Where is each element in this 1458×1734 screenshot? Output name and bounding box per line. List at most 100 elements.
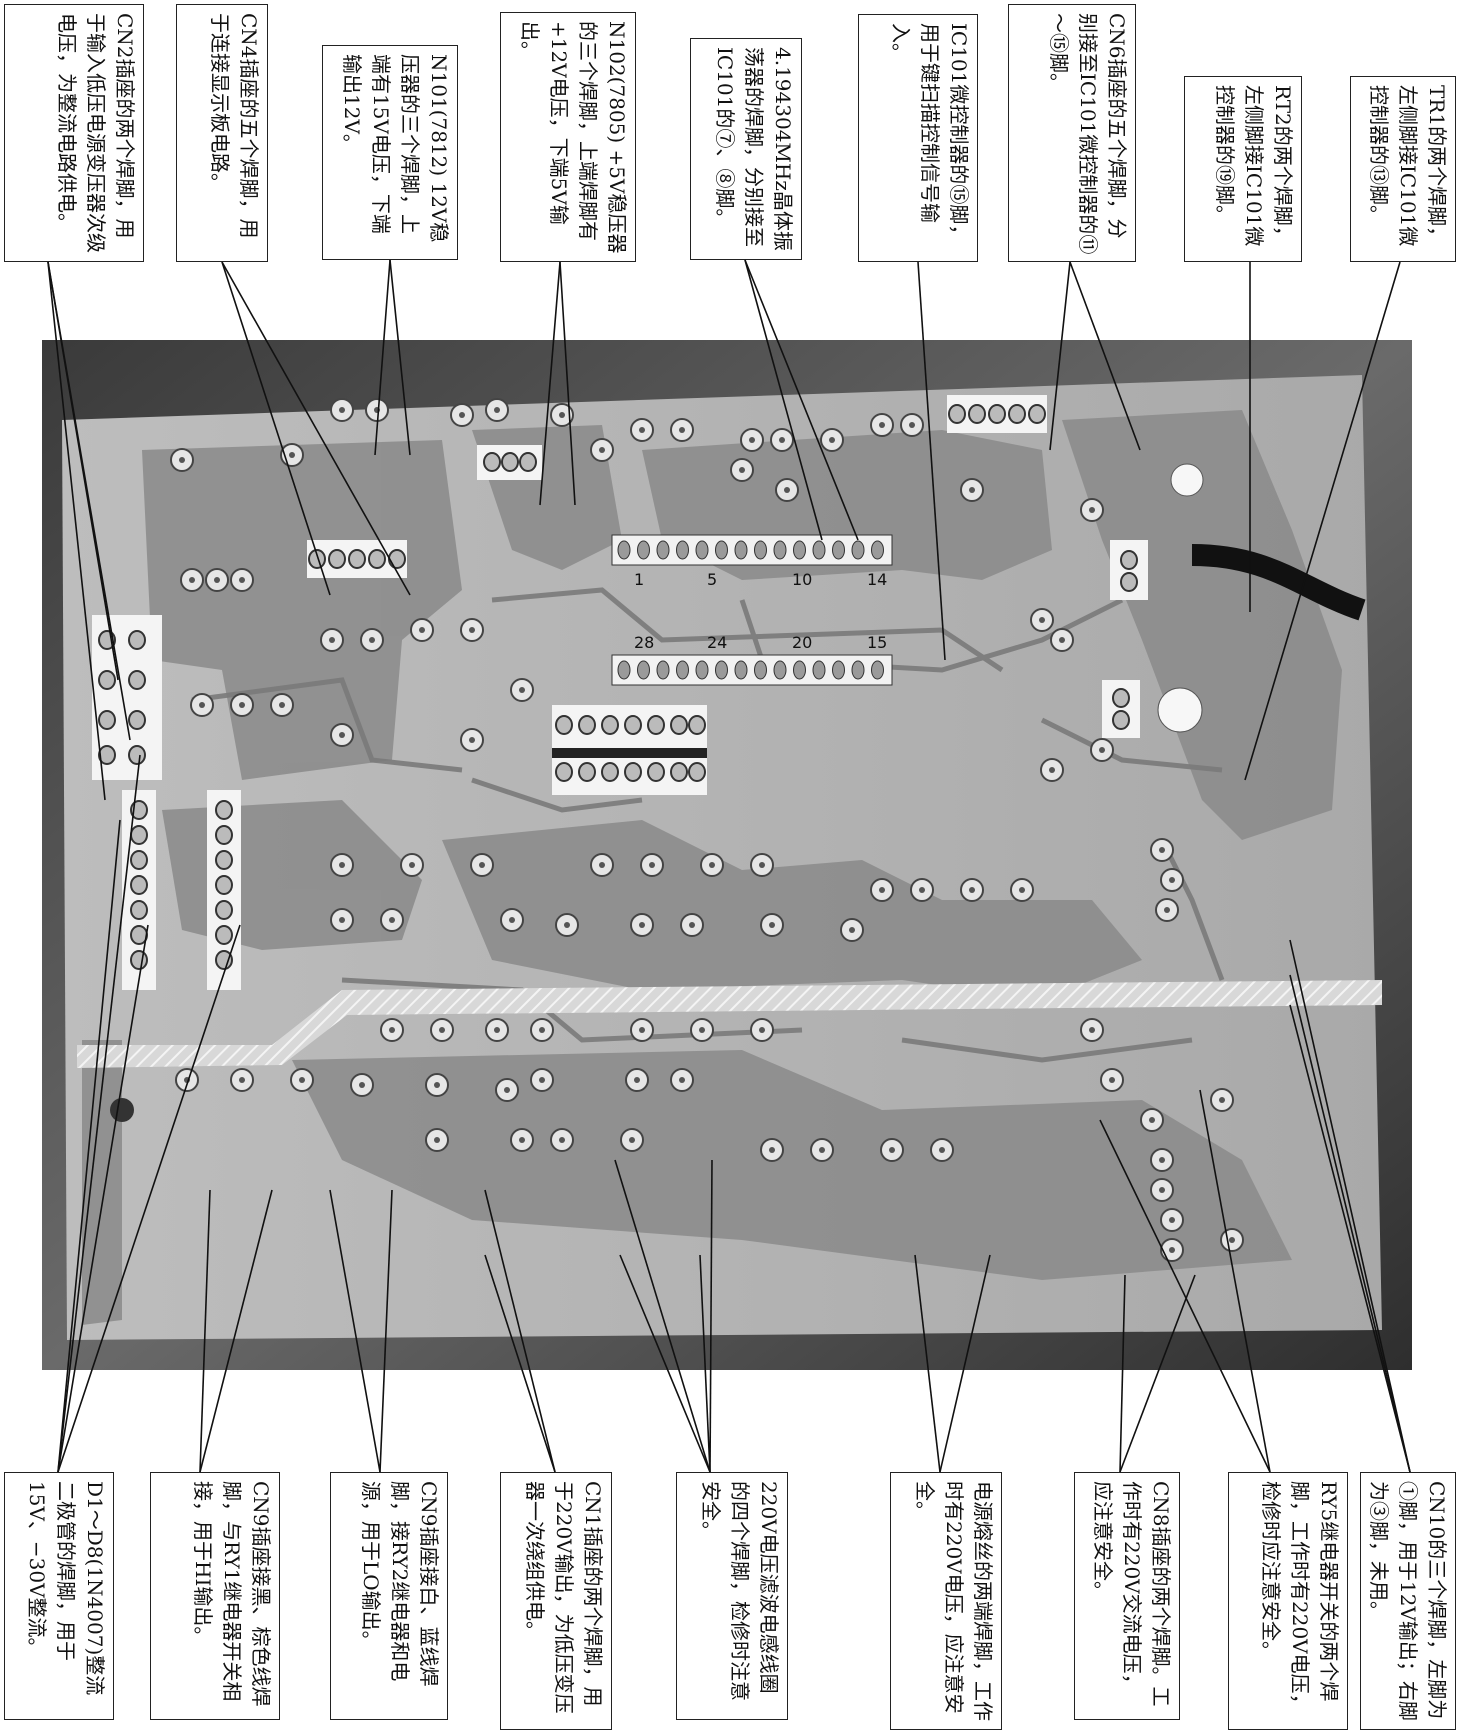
pad-hole	[239, 702, 245, 708]
pad-hole	[1049, 767, 1055, 773]
pad-hole	[1164, 907, 1170, 913]
highlighted-pad	[578, 715, 596, 735]
callout-cn8: CN8插座的两个焊脚。工作时有220V交流电压，应注意安全。	[1074, 1472, 1180, 1720]
pad-hole	[879, 887, 885, 893]
highlighted-pad	[328, 549, 346, 569]
ic-pin-pad	[676, 540, 689, 560]
highlighted-pad	[1112, 688, 1130, 708]
highlighted-pad	[215, 875, 233, 895]
pad-hole	[409, 862, 415, 868]
ic-pin-pad	[754, 540, 767, 560]
pad-hole	[339, 917, 345, 923]
highlighted-pad	[670, 715, 688, 735]
pad-hole	[784, 487, 790, 493]
highlighted-pad	[948, 404, 966, 424]
ic-pin-label-24: 24	[707, 633, 727, 652]
ic-pin-pad	[754, 660, 767, 680]
pad-hole	[494, 1027, 500, 1033]
callout-tr1: TR1的两个焊脚，左侧脚接IC101微控制器的⑬脚。	[1350, 76, 1456, 262]
ic-pin-label-28: 28	[634, 633, 654, 652]
pad-hole	[469, 627, 475, 633]
ic-pin-pad	[656, 540, 670, 560]
pad-hole	[559, 1137, 565, 1143]
highlighted-pad	[128, 745, 146, 765]
pad-hole	[1159, 1187, 1165, 1193]
ic-pin-label-1: 1	[634, 570, 644, 589]
pad-hole	[214, 577, 220, 583]
ic-pin-pad	[734, 660, 748, 680]
highlighted-pad	[1008, 404, 1026, 424]
mounting-hole-right	[1157, 687, 1203, 733]
pad-hole	[339, 407, 345, 413]
pad-hole	[1219, 1097, 1225, 1103]
ic-pin-label-14: 14	[867, 570, 887, 589]
highlighted-pad	[98, 710, 116, 730]
highlighted-pad	[128, 630, 146, 650]
callout-rt2: RT2的两个焊脚，左侧脚接IC101微控制器的⑲脚。	[1184, 76, 1302, 262]
ic-pin-pad	[832, 660, 845, 680]
callout-cn4: CN4插座的五个焊脚，用于连接显示板电路。	[176, 4, 268, 262]
ic-pin-pad	[715, 660, 728, 680]
highlighted-pad	[519, 452, 537, 472]
ic101-upper-pin-row	[611, 534, 893, 566]
pad-hole	[439, 1027, 445, 1033]
pad-hole	[199, 702, 205, 708]
callout-fuse: 电源熔丝的两端焊脚，工作时有220V电压，应注意安全。	[890, 1472, 1002, 1730]
pad-hole	[519, 687, 525, 693]
ic101-lower-pin-row	[611, 654, 893, 686]
highlighted-pad	[483, 452, 501, 472]
pad-hole	[689, 922, 695, 928]
highlighted-pad	[578, 762, 596, 782]
pad-hole	[389, 1027, 395, 1033]
ic-pin-pad	[695, 660, 709, 680]
ic-pin-pad	[832, 540, 845, 560]
pad-hole	[629, 1137, 635, 1143]
callout-ic101: IC101微控制器的⑮脚，用于键扫描控制信号输入。	[858, 14, 978, 262]
pad-hole	[679, 427, 685, 433]
pad-hole	[184, 1077, 190, 1083]
highlighted-pad	[388, 549, 406, 569]
highlighted-pad	[130, 800, 148, 820]
ic-pin-pad	[851, 540, 865, 560]
callout-ry5: RY5继电器开关的两个焊脚，工作时有220V电压，检修时应注意安全。	[1228, 1472, 1348, 1730]
highlighted-pad	[1028, 404, 1046, 424]
pad-hole	[509, 917, 515, 923]
pad-hole	[759, 862, 765, 868]
highlighted-pad	[215, 950, 233, 970]
pad-hole	[279, 702, 285, 708]
pad-hole	[374, 407, 380, 413]
ic-pin-label-5: 5	[707, 570, 717, 589]
relay-divider	[552, 748, 707, 758]
highlighted-pad	[98, 630, 116, 650]
pad-hole	[969, 887, 975, 893]
pad-hole	[769, 922, 775, 928]
pad-hole	[1149, 1117, 1155, 1123]
callout-diodes: D1～D8(1N4007)整流二极管的焊脚，用于15V、−30V整流。	[4, 1472, 114, 1720]
ic101-pads	[617, 540, 884, 680]
pad-hole	[494, 407, 500, 413]
pad-hole	[1169, 877, 1175, 883]
callout-n101: N101(7812) 12V稳压器的三个焊脚，上端有15V电压，下端输出12V。	[322, 45, 458, 260]
highlighted-pad	[215, 900, 233, 920]
pad-hole	[434, 1137, 440, 1143]
pad-hole	[369, 637, 375, 643]
highlighted-pad	[308, 549, 326, 569]
pad-hole	[339, 862, 345, 868]
ic-pin-pad	[676, 660, 689, 680]
mounting-hole-upper-right	[1170, 463, 1204, 497]
hatched-isolation-strip	[77, 980, 1382, 1068]
pad-hole	[759, 1027, 765, 1033]
ic-pin-pad	[773, 660, 787, 680]
ic-pin-pad	[715, 540, 728, 560]
pad-hole	[299, 1077, 305, 1083]
highlighted-pad	[968, 404, 986, 424]
pad-hole	[879, 422, 885, 428]
ic-pin-pad	[637, 660, 650, 680]
pad-hole	[1169, 1217, 1175, 1223]
highlighted-pad	[1120, 550, 1138, 570]
pad-hole	[329, 637, 335, 643]
highlighted-pad	[128, 710, 146, 730]
pad-hole	[1089, 1027, 1095, 1033]
pad-hole	[519, 1137, 525, 1143]
pad-hole	[189, 577, 195, 583]
